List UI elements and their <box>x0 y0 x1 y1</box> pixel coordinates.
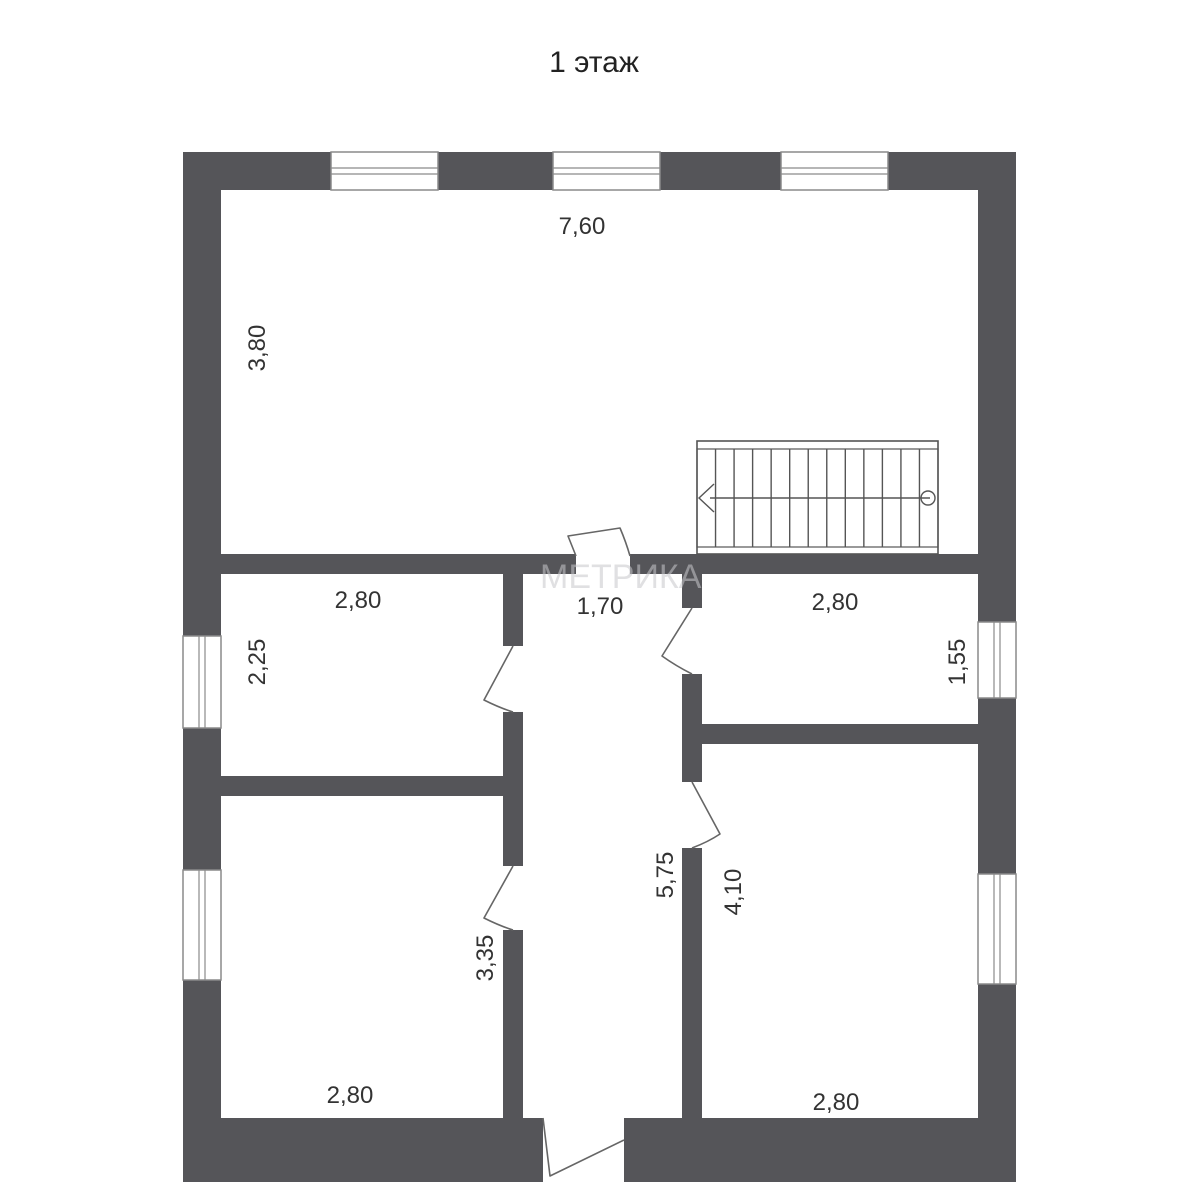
door-bedroom-bottom-left <box>483 865 514 931</box>
door-bedroom-bottom-right <box>691 781 721 849</box>
wall-horizontal-mid-right <box>630 554 978 574</box>
wall-between-right-rooms <box>702 724 978 744</box>
wall-hallway-right-lower <box>682 848 702 1118</box>
door-bathroom <box>661 607 693 675</box>
bedroom-top-left-depth: 2,25 <box>244 639 271 686</box>
hallway-width: 1,70 <box>577 593 624 620</box>
living-room-depth: 3,80 <box>244 325 271 372</box>
door-bedroom-top-left <box>483 645 514 713</box>
wall-bottom-right <box>624 1118 1016 1182</box>
bedroom-bottom-left-width: 2,80 <box>327 1082 374 1109</box>
bedroom-bottom-left-depth: 3,35 <box>472 935 499 982</box>
interior-walls <box>221 554 978 1118</box>
window-right-upper <box>977 621 1017 699</box>
bedroom-bottom-right-width: 2,80 <box>813 1089 860 1116</box>
window-left-lower <box>182 869 222 981</box>
wall-bottom-left <box>183 1118 543 1182</box>
staircase <box>696 440 939 555</box>
bedroom-bottom-right-depth: 4,10 <box>720 869 747 916</box>
windows <box>182 151 1017 985</box>
living-room-width: 7,60 <box>559 213 606 240</box>
bedroom-top-left-width: 2,80 <box>335 587 382 614</box>
window-left-upper <box>182 635 222 729</box>
wall-between-left-rooms <box>221 776 503 796</box>
wall-hallway-left-lower <box>503 930 523 1118</box>
stair-start-icon <box>920 490 936 506</box>
window-top-3 <box>780 151 889 191</box>
bathroom-width: 2,80 <box>812 589 859 616</box>
door-entrance <box>542 1117 625 1177</box>
wall-hallway-right-top <box>682 574 702 608</box>
window-top-2 <box>552 151 661 191</box>
doors <box>483 527 721 1177</box>
wall-hallway-left-middle <box>503 712 523 866</box>
hallway-length: 5,75 <box>652 852 679 899</box>
dimension-labels: 7,60 3,80 2,80 2,25 1,70 5,75 2,80 1,55 … <box>244 213 971 1116</box>
door-living-room <box>567 527 631 557</box>
wall-hallway-left-upper <box>503 554 523 646</box>
watermark: МЕТРИКА <box>540 558 702 596</box>
window-right-lower <box>977 873 1017 985</box>
floor-title: 1 этаж <box>549 46 639 79</box>
outer-walls <box>183 152 1016 1182</box>
wall-horizontal-mid-left <box>221 554 576 574</box>
bathroom-depth: 1,55 <box>944 639 971 686</box>
wall-hallway-right-middle <box>682 674 702 782</box>
staircase-inner <box>696 448 939 548</box>
window-top-1 <box>330 151 439 191</box>
stair-arrow-icon <box>697 483 715 513</box>
